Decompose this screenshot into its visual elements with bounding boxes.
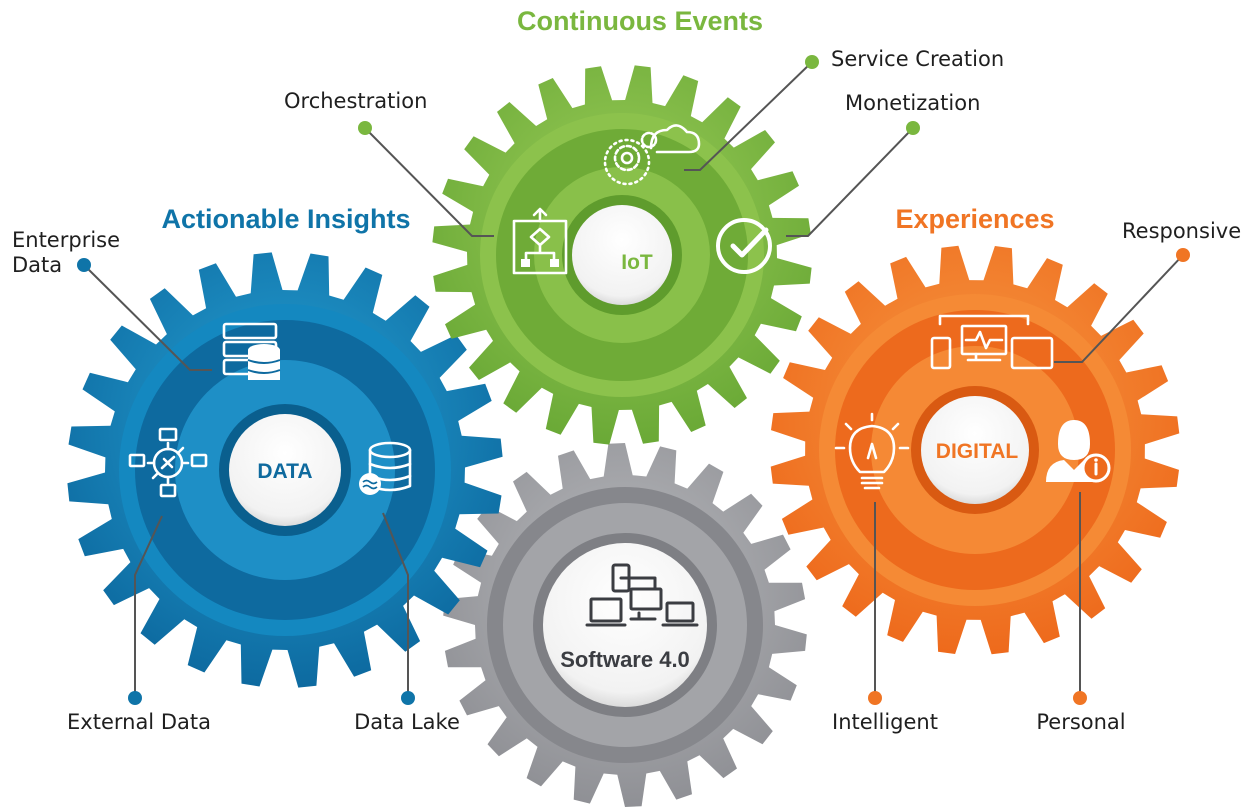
center-label-software: Software 4.0	[560, 647, 690, 672]
cloud-gear-icon	[603, 124, 701, 186]
heading-experiences: Experiences	[895, 204, 1054, 234]
lightbulb-icon	[834, 412, 910, 490]
callout-dots	[77, 55, 1190, 705]
checkmark-icon	[716, 218, 772, 274]
data-lake-icon	[359, 441, 412, 495]
label-orchestration: Orchestration	[284, 89, 427, 113]
gear-data: DATA	[67, 252, 503, 688]
devices-icon	[930, 314, 1054, 370]
center-label-digital: DIGITAL	[936, 440, 1019, 463]
dot-orchestration	[358, 121, 372, 135]
center-label-data: DATA	[257, 460, 312, 483]
network-hub-icon	[128, 427, 208, 498]
gear-digital: DIGITAL	[770, 245, 1180, 655]
dot-data-lake	[401, 691, 415, 705]
hub-iot	[572, 205, 672, 305]
label-enterprise-data-line2: Data	[12, 253, 62, 277]
label-responsive: Responsive	[1122, 219, 1241, 243]
dot-responsive	[1176, 248, 1190, 262]
heading-actionable-insights: Actionable Insights	[161, 204, 410, 234]
gear-software: Software 4.0	[443, 443, 807, 807]
dot-service-creation	[805, 55, 819, 69]
person-info-icon	[1046, 420, 1111, 483]
center-label-iot: IoT	[621, 251, 653, 274]
dot-intelligent	[868, 691, 882, 705]
workflow-icon	[512, 207, 568, 275]
label-monetization: Monetization	[845, 91, 980, 115]
label-personal: Personal	[1036, 710, 1125, 734]
label-external-data: External Data	[67, 710, 211, 734]
callout-lines	[83, 61, 1184, 698]
dot-personal	[1073, 691, 1087, 705]
dot-external-data	[128, 691, 142, 705]
dot-monetization	[906, 121, 920, 135]
label-enterprise-data-line1: Enterprise	[12, 228, 120, 252]
hub-data	[229, 414, 341, 526]
gear-iot: IoT	[432, 65, 812, 445]
dot-enterprise-data	[77, 258, 91, 272]
label-service-creation: Service Creation	[831, 47, 1004, 71]
heading-continuous-events: Continuous Events	[517, 6, 763, 36]
multi-device-icon	[585, 563, 699, 627]
label-intelligent: Intelligent	[832, 710, 938, 734]
hub-digital	[921, 396, 1029, 504]
server-database-icon	[222, 322, 281, 380]
label-data-lake: Data Lake	[354, 710, 460, 734]
